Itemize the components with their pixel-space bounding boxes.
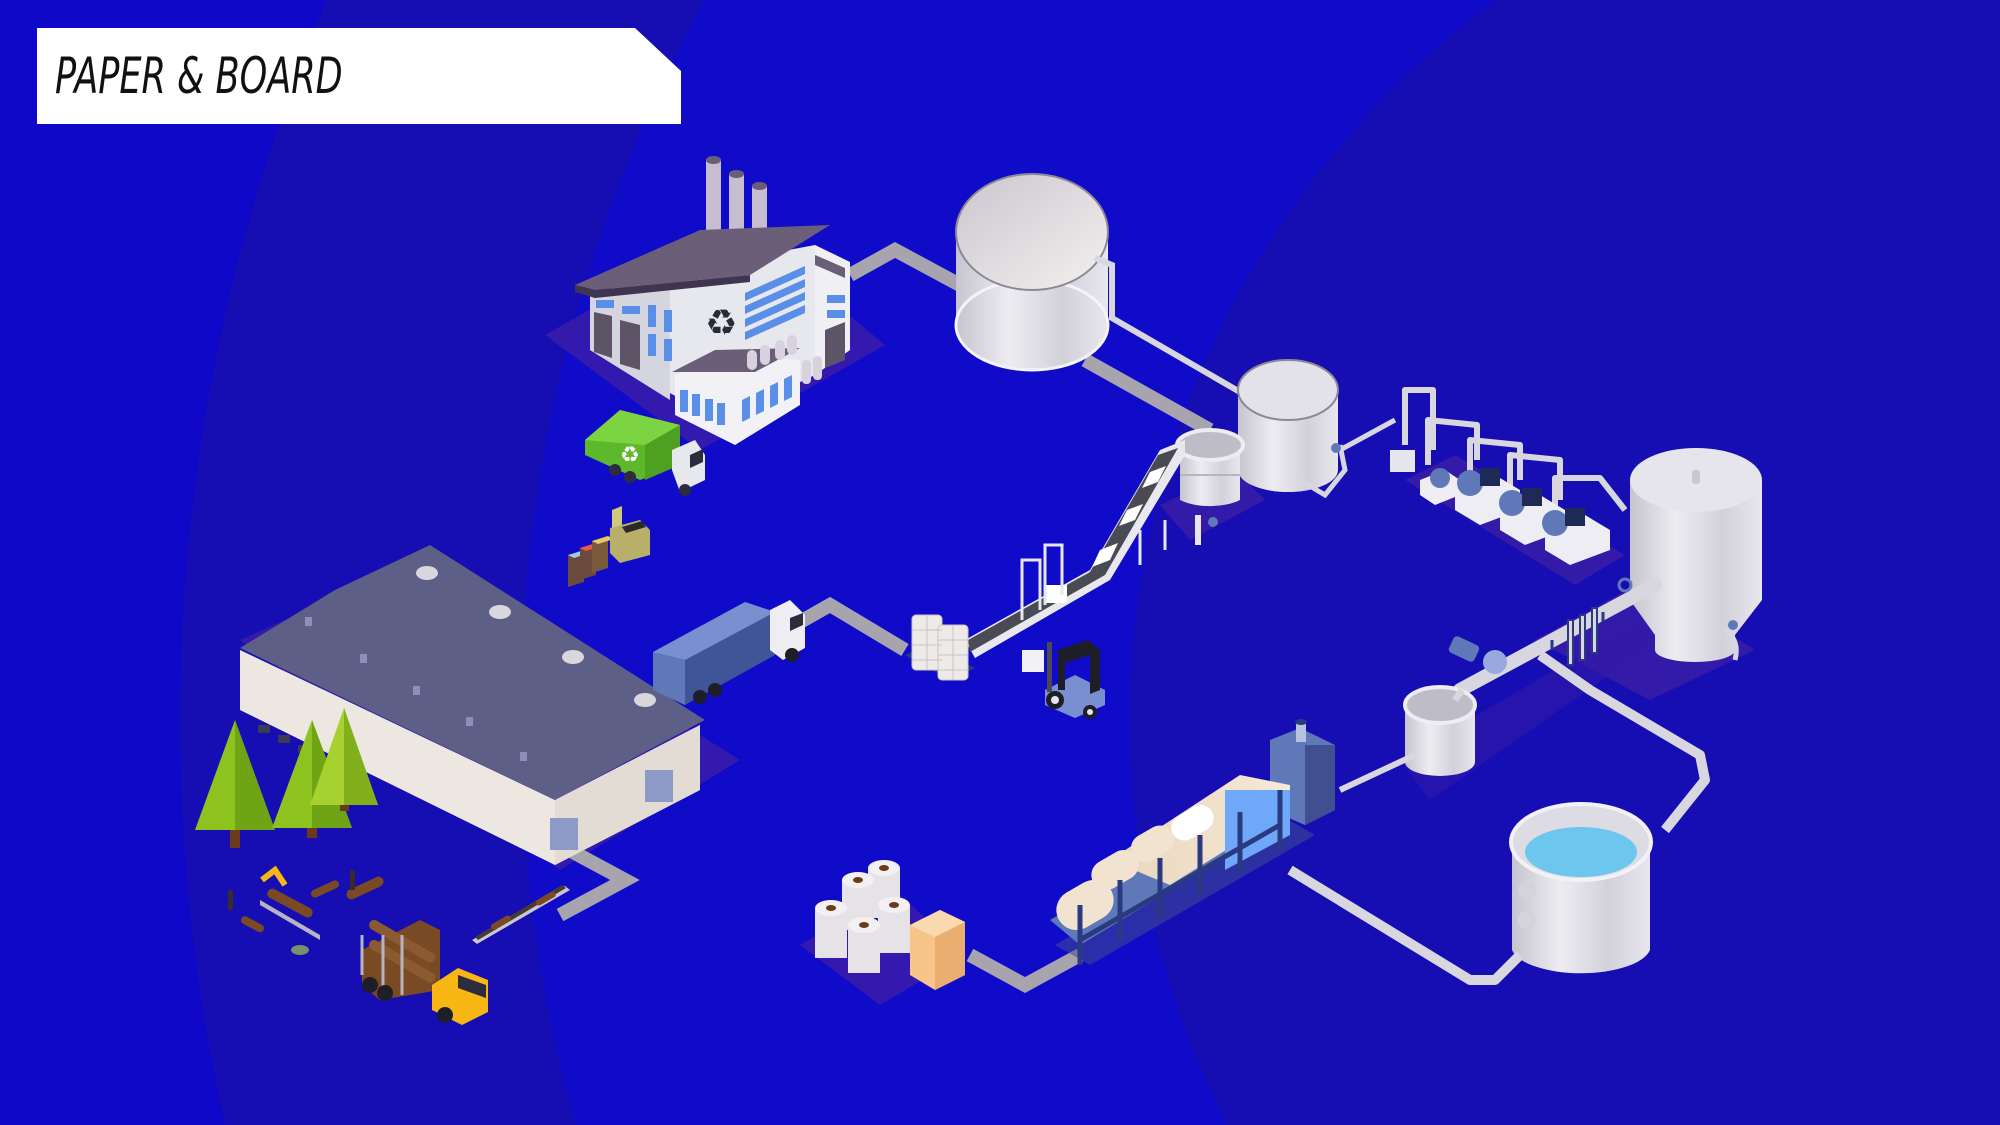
box-stack-icon — [910, 910, 965, 990]
logging-site — [228, 865, 384, 955]
page-title: PAPER & BOARD — [55, 47, 343, 105]
silo — [1630, 448, 1762, 662]
valve-manifold — [1448, 577, 1710, 834]
forklift — [1022, 640, 1105, 719]
recycling-factory: ♻ — [575, 156, 850, 445]
paper-machine — [1050, 719, 1335, 965]
bale-pallets — [905, 614, 975, 681]
pump-icon — [1542, 508, 1610, 565]
pump-icon — [1448, 636, 1507, 674]
finished-products — [815, 860, 965, 990]
storage-tank-large — [954, 173, 1242, 395]
paper-roll-icon — [1056, 805, 1214, 930]
log-truck — [360, 920, 488, 1025]
valve-icon — [1567, 607, 1598, 666]
log-conveyor — [472, 885, 570, 944]
title-banner-shape — [37, 28, 681, 124]
small-tank — [1338, 685, 1477, 793]
recycle-icon: ♻ — [705, 303, 737, 344]
recycling-bins — [568, 506, 650, 587]
connector-paths — [556, 242, 1214, 993]
storage-tank-medium — [1237, 359, 1397, 499]
conveyor — [965, 440, 1185, 658]
pump-icon — [1420, 468, 1460, 505]
pipe — [1298, 444, 1348, 499]
pipe — [1287, 865, 1524, 985]
pulper — [1175, 428, 1245, 545]
tree-icon — [195, 720, 275, 848]
pipe — [1338, 417, 1397, 453]
garbage-truck: ♻ — [585, 410, 705, 496]
water-tank — [1287, 802, 1653, 985]
recycle-icon: ♻ — [620, 443, 640, 468]
paper-roll-icon — [815, 860, 910, 973]
delivery-truck — [653, 600, 805, 705]
warehouse — [240, 545, 705, 865]
tree-icon — [310, 708, 378, 811]
title-banner: PAPER & BOARD — [37, 28, 681, 124]
pump-group — [1390, 387, 1628, 565]
forest — [195, 708, 378, 848]
chimney-icon — [706, 156, 767, 241]
pipe — [1093, 255, 1242, 395]
